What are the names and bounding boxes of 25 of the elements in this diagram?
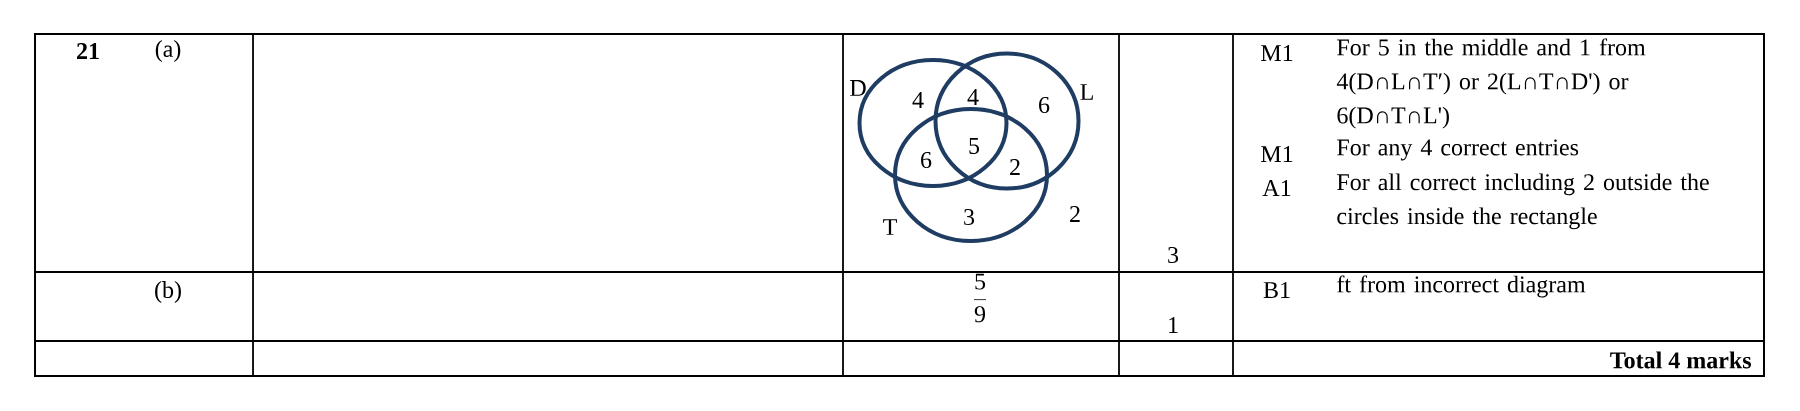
region-count: 2 xyxy=(1010,159,1020,175)
part-label: (b) xyxy=(155,281,181,303)
mark-guidance: ft from incorrect diagram xyxy=(1337,275,1586,298)
mark-code: M1 xyxy=(1261,146,1293,162)
answer-fraction: $\frac{5}{9}$ xyxy=(974,273,986,323)
mark-guidance: For all correct including 2 outside the circles inside the rectangle xyxy=(1337,173,1709,230)
part-label: (a) xyxy=(155,40,181,62)
mark-count: 3 xyxy=(1168,246,1179,264)
mark-code: B1 xyxy=(1263,282,1290,298)
region-count: 2 xyxy=(1070,206,1080,222)
region-count: 4 xyxy=(967,89,979,105)
mark-code: M1 xyxy=(1261,45,1293,61)
total-marks: Total 4 marks xyxy=(1610,351,1751,369)
region-count: 6 xyxy=(1039,96,1050,114)
node-label: L xyxy=(1080,84,1093,100)
mark-guidance: For 5 in the middle and 1 from 4(D∩L∩T′) or 2(L∩T∩D') or 6(D∩T∩L') xyxy=(1336,38,1646,129)
region-count: 3 xyxy=(964,208,975,226)
mark-code: A1 xyxy=(1262,180,1291,196)
region-count: 6 xyxy=(921,151,932,169)
region-count: 5 xyxy=(969,138,980,154)
node-label: T xyxy=(883,219,897,235)
region-count: 4 xyxy=(912,92,924,108)
question-number: 21 xyxy=(77,43,99,59)
mark-count: 1 xyxy=(1169,317,1178,333)
mark-guidance: For any 4 correct entries xyxy=(1337,139,1579,161)
